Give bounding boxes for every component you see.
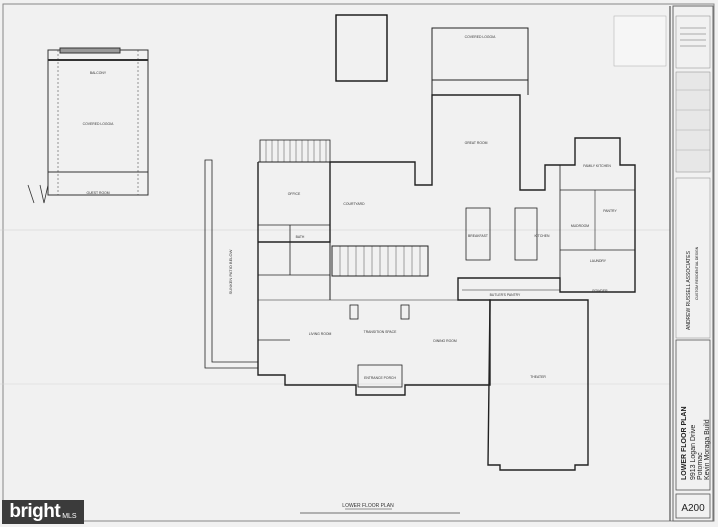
address-line2: Potomac: [697, 452, 704, 480]
watermark-suffix: MLS: [62, 512, 77, 520]
address-line1: 9913 Logan Drive: [690, 425, 697, 480]
theater-label: THEATER: [530, 375, 546, 379]
powder-label: POWDER: [592, 289, 608, 293]
sheet-border: [2, 3, 715, 522]
key-plan-box: [335, 14, 388, 82]
guest-balcony-label: BALCONY: [90, 71, 107, 75]
guest-suite-plan: BALCONY COVERED LOGGIA GUEST ROOM: [27, 47, 149, 204]
designer-name: ANDREW RUSSELL ASSOCIATES: [686, 250, 692, 330]
bright-mls-watermark: bright MLS: [2, 500, 84, 524]
sunken-patio-label: SUNKEN PATIO BELOW: [228, 249, 233, 294]
transition-space-label: TRANSITION SPACE: [364, 330, 397, 334]
stamp-box: [613, 15, 667, 67]
guest-room-label: GUEST ROOM: [86, 191, 109, 195]
kitchen-label: KITCHEN: [535, 234, 550, 238]
pantry-label: PANTRY: [603, 209, 617, 213]
designer-sub: CUSTOM RESIDENTIAL DESIGN: [695, 246, 699, 300]
great-room-label: GREAT ROOM: [465, 141, 488, 145]
loggia-label: COVERED LOGGIA: [465, 35, 496, 39]
plan-caption: LOWER FLOOR PLAN: [300, 503, 460, 514]
family-kitchen-label: FAMILY KITCHEN: [583, 164, 611, 168]
room-labels: OFFICE COURTYARD GREAT ROOM COVERED LOGG…: [228, 35, 617, 380]
plan-caption-text: LOWER FLOOR PLAN: [342, 503, 394, 509]
sheet-number: A200: [681, 503, 705, 514]
title-block: ANDREW RUSSELL ASSOCIATES CUSTOM RESIDEN…: [669, 5, 714, 522]
butlers-label: BUTLER'S PANTRY: [490, 293, 521, 297]
breakfast-label: BREAKFAST: [468, 234, 488, 238]
main-house-plan: [204, 27, 636, 471]
dining-room-label: DINING ROOM: [433, 339, 457, 343]
bath-label: BATH: [296, 235, 305, 239]
client-name: Kevin Moraga Build: [704, 419, 711, 480]
guest-loggia-label: COVERED LOGGIA: [83, 122, 114, 126]
office-label: OFFICE: [288, 192, 301, 196]
entrance-porch-label: ENTRANCE PORCH: [364, 376, 396, 380]
mudroom-label: MUDROOM: [571, 224, 589, 228]
watermark-brand: bright: [9, 501, 61, 522]
living-room-label: LIVING ROOM: [309, 332, 332, 336]
courtyard-label: COURTYARD: [343, 202, 365, 206]
drawing-title: LOWER FLOOR PLAN: [681, 407, 688, 481]
seal-lines: [680, 27, 706, 47]
laundry-label: LAUNDRY: [590, 259, 607, 263]
seal-box: [675, 15, 711, 69]
